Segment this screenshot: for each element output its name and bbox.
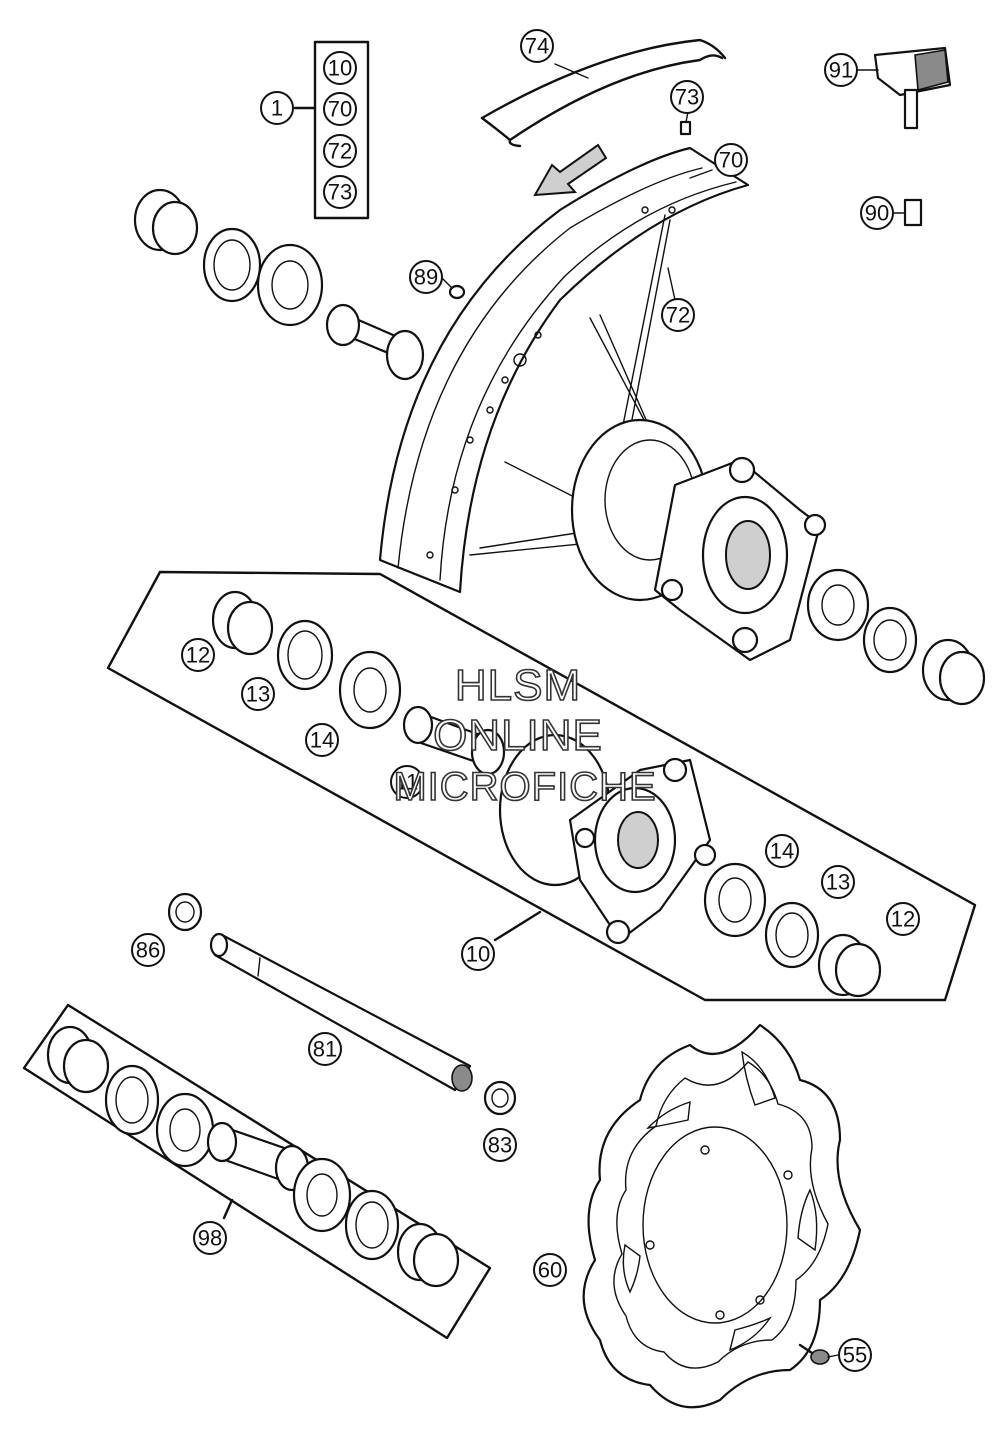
- callout-55: 55: [838, 1338, 872, 1372]
- callout-73-kit: 73: [323, 175, 357, 209]
- callout-86: 86: [131, 933, 165, 967]
- callout-90: 90: [860, 196, 894, 230]
- svg-text:98: 98: [198, 1226, 222, 1251]
- callout-14-left: 14: [305, 723, 339, 757]
- callout-73: 73: [670, 80, 704, 114]
- bearing-kit-parts: [46, 1025, 460, 1288]
- nut-90: [903, 198, 923, 227]
- rotation-arrow: [533, 143, 608, 197]
- hub-kit-parts: [211, 590, 882, 998]
- svg-text:90: 90: [865, 201, 889, 226]
- callout-91: 91: [824, 53, 858, 87]
- svg-text:72: 72: [666, 303, 690, 328]
- svg-text:73: 73: [675, 85, 699, 110]
- svg-text:14: 14: [770, 839, 794, 864]
- brake-disc: [582, 1023, 862, 1409]
- callout-60: 60: [533, 1253, 567, 1287]
- svg-text:11: 11: [396, 770, 419, 795]
- hub-kit-frame: [106, 570, 977, 1002]
- svg-text:10: 10: [328, 56, 352, 81]
- svg-text:89: 89: [414, 265, 438, 290]
- callout-83: 83: [483, 1128, 517, 1162]
- axle-spacer-83: [483, 1080, 517, 1116]
- right-bearing-set: [806, 568, 986, 706]
- svg-text:70: 70: [719, 148, 743, 173]
- callout-13-left: 13: [241, 677, 275, 711]
- callout-72-kit: 72: [323, 134, 357, 168]
- callout-72: 72: [661, 298, 695, 332]
- tire-security-bolt: [873, 46, 952, 130]
- callout-98: 98: [193, 1221, 227, 1255]
- callout-81: 81: [308, 1032, 342, 1066]
- svg-text:86: 86: [136, 938, 160, 963]
- callout-14-right: 14: [765, 834, 799, 868]
- rim-band: [480, 38, 727, 148]
- kit-box: [293, 40, 370, 220]
- svg-text:13: 13: [826, 870, 850, 895]
- top-left-bearing-set: [133, 188, 425, 381]
- callout-70: 70: [714, 143, 748, 177]
- svg-text:55: 55: [843, 1343, 867, 1368]
- callout-11: 11: [390, 765, 424, 799]
- svg-text:12: 12: [186, 643, 210, 668]
- callout-13-right: 13: [821, 865, 855, 899]
- callout-10-kit: 10: [323, 51, 357, 85]
- svg-text:81: 81: [313, 1037, 337, 1062]
- callout-74: 74: [520, 29, 554, 63]
- callout-70-kit: 70: [323, 92, 357, 126]
- svg-text:73: 73: [328, 180, 352, 205]
- svg-text:60: 60: [538, 1258, 562, 1283]
- callout-1: 1: [260, 91, 294, 125]
- svg-text:MICROFICHE: MICROFICHE: [393, 765, 656, 809]
- svg-text:ONLINE: ONLINE: [433, 711, 603, 760]
- valve-cap: [448, 284, 466, 300]
- svg-text:12: 12: [891, 907, 915, 932]
- bearing-kit-frame: [22, 1003, 492, 1340]
- svg-text:14: 14: [310, 728, 334, 753]
- wheel-spindle: [209, 932, 473, 1092]
- spoke-nipple: [679, 120, 692, 136]
- svg-text:10: 10: [466, 942, 490, 967]
- svg-text:1: 1: [271, 96, 283, 121]
- rim: [378, 146, 750, 594]
- svg-text:74: 74: [525, 34, 549, 59]
- leader-lines: [442, 63, 906, 1358]
- callout-12-right: 12: [886, 902, 920, 936]
- axle-spacer-86: [167, 892, 203, 932]
- callout-12-left: 12: [181, 638, 215, 672]
- svg-text:HLSM: HLSM: [455, 661, 581, 710]
- watermark: HLSM ONLINE MICROFICHE: [393, 660, 657, 810]
- callout-10: 10: [461, 937, 495, 971]
- wheel-hub-assembled: [570, 418, 827, 662]
- svg-text:91: 91: [829, 58, 853, 83]
- svg-text:72: 72: [328, 139, 352, 164]
- callout-89: 89: [409, 260, 443, 294]
- svg-text:13: 13: [246, 682, 270, 707]
- svg-text:83: 83: [488, 1133, 512, 1158]
- svg-text:70: 70: [328, 97, 352, 122]
